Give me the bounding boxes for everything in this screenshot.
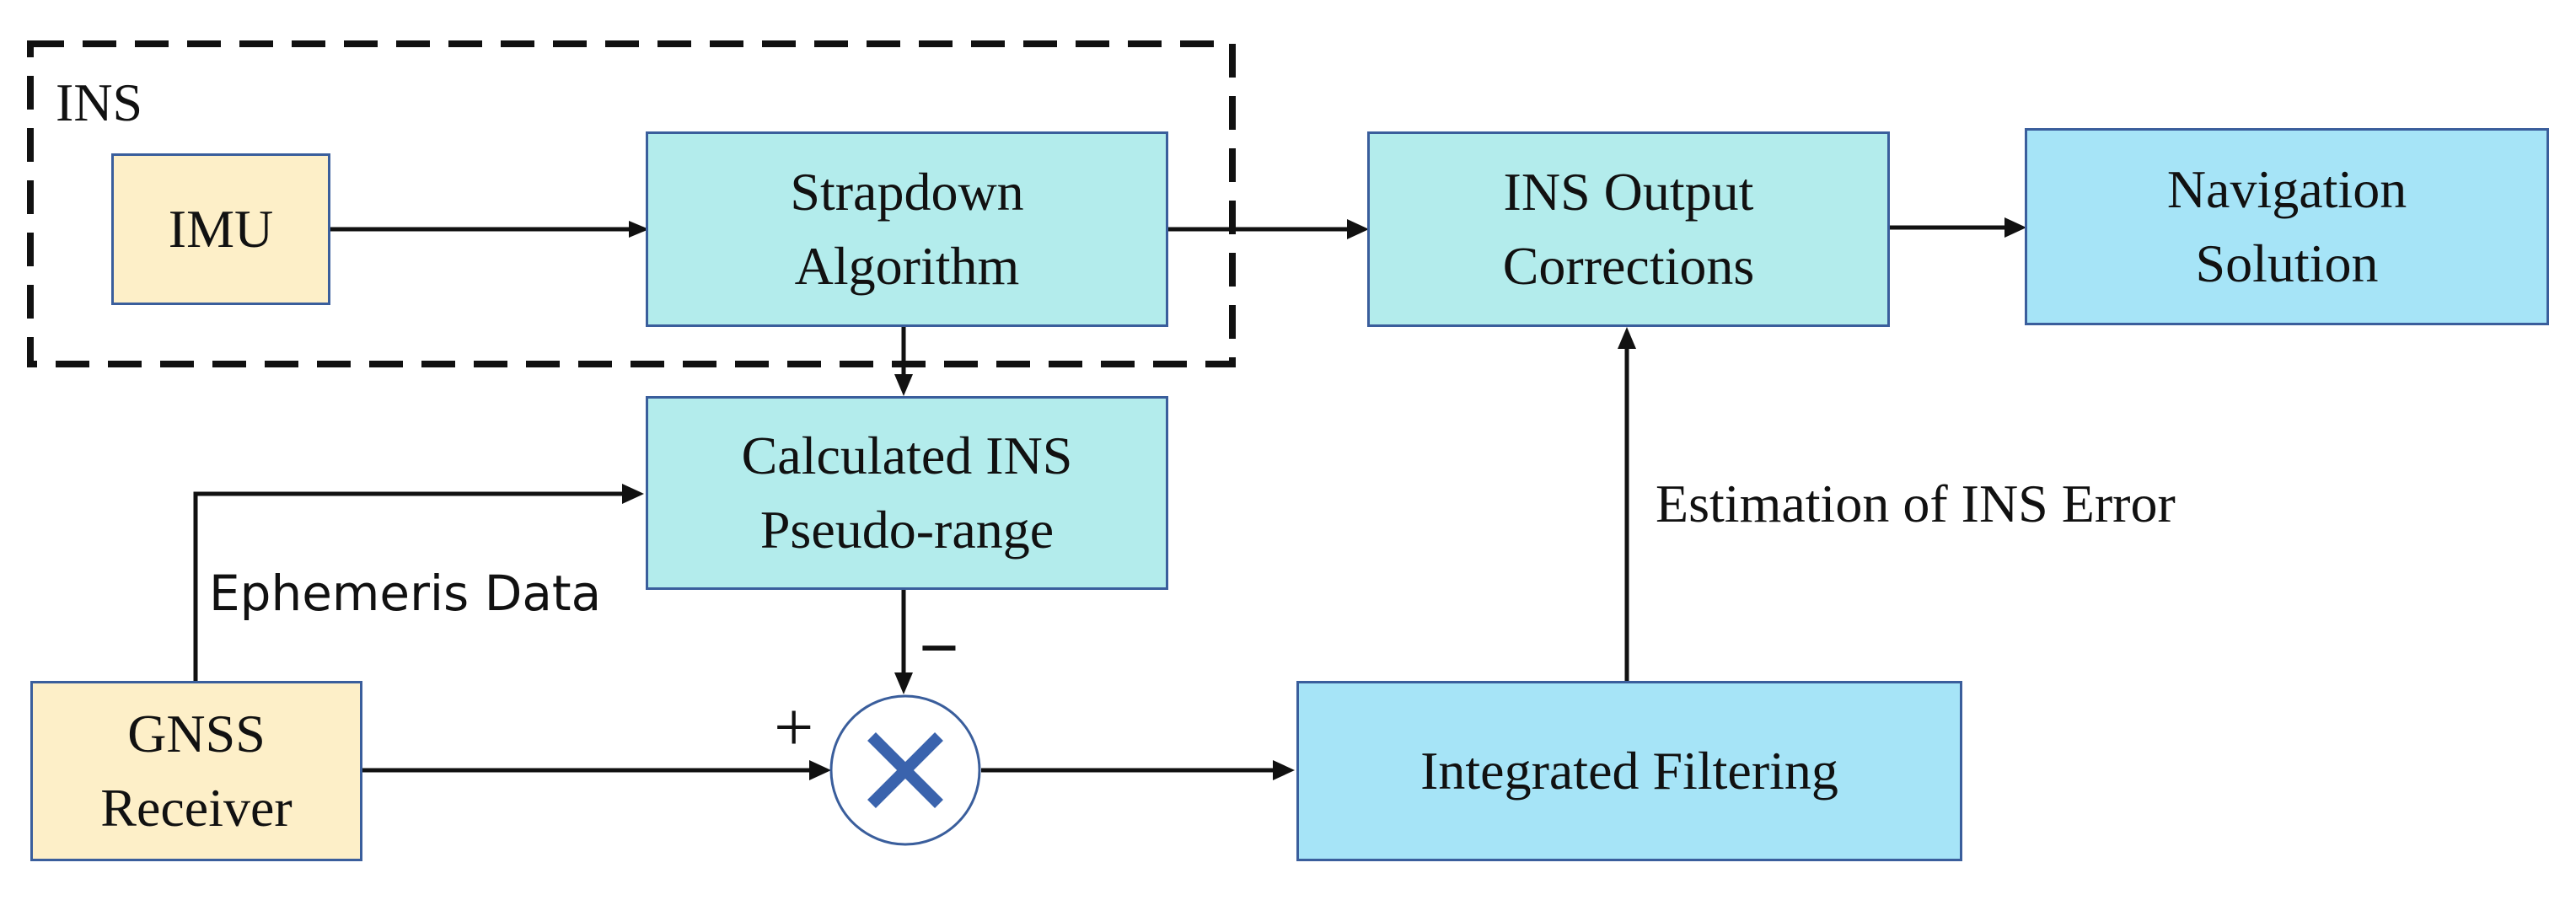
- gnss-receiver-node: GNSS Receiver: [30, 681, 362, 861]
- minus-sign: −: [919, 609, 959, 688]
- ins-output-corrections-node: INS Output Corrections: [1367, 131, 1890, 327]
- plus-sign: +: [774, 688, 814, 767]
- imu-node: IMU: [111, 153, 330, 305]
- arrowhead: [894, 672, 913, 694]
- ins-group-label: INS: [56, 72, 143, 132]
- integrated-filtering-node: Integrated Filtering: [1296, 681, 1962, 861]
- estimation-of-ins-error-label: Estimation of INS Error: [1656, 474, 2176, 533]
- arrowhead: [2004, 217, 2026, 238]
- calculated-ins-pseudorange-node: Calculated INS Pseudo-range: [646, 396, 1168, 590]
- ephemeris-data-label: Ephemeris Data: [209, 565, 602, 622]
- arrowhead: [1618, 327, 1636, 349]
- arrowhead: [894, 374, 913, 396]
- multiply-circle-icon: [829, 694, 981, 846]
- arrow-gnss-ephemeris-to-pseudorange: [193, 491, 624, 681]
- navigation-solution-node: Navigation Solution: [2025, 128, 2549, 325]
- arrowhead: [1347, 219, 1369, 239]
- arrowhead: [622, 484, 644, 504]
- arrowhead: [629, 221, 649, 238]
- ins-group-border: [27, 40, 1236, 367]
- strapdown-algorithm-node: Strapdown Algorithm: [646, 131, 1168, 327]
- arrowhead: [1273, 760, 1295, 780]
- arrowhead: [809, 760, 831, 780]
